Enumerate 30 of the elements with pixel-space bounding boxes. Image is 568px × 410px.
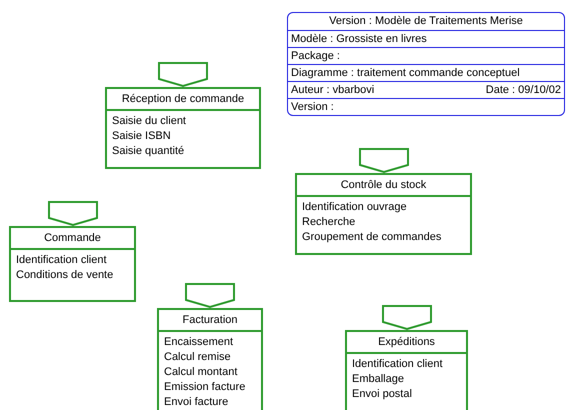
title-block-field: Diagramme : traitement commande conceptuel [291, 65, 520, 81]
title-block-field: Auteur : vbarbovi [291, 82, 374, 98]
title-block-field: Date : 09/10/02 [486, 82, 561, 98]
operation-text: Identification client [352, 357, 442, 372]
operation-text: Emballage [352, 372, 404, 387]
title-block-field: Version : [291, 99, 334, 115]
operation-text: Saisie quantité [112, 144, 184, 159]
title-block-field: Package : [291, 48, 340, 64]
operation-text: Emission facture [164, 380, 246, 395]
operation-text: Conditions de vente [16, 268, 114, 283]
title-block [287, 12, 565, 116]
operation-text: Identification client [16, 253, 106, 268]
operation-text: Identification ouvrage [302, 200, 407, 215]
process-title: Contrôle du stock [297, 175, 470, 197]
operation-text: Recherche [302, 215, 356, 230]
operation-text: Saisie ISBN [112, 129, 171, 144]
operation-text: Saisie du client [112, 114, 186, 129]
operation-text: Envoi postal [352, 387, 412, 402]
process-box [157, 308, 263, 410]
operation-text: Encaissement [164, 335, 234, 350]
title-block-field: Modèle : Grossiste en livres [291, 31, 427, 47]
operation-text: Calcul remise [164, 350, 231, 365]
operation-text: Calcul montant [164, 365, 238, 380]
process-title: Commande [11, 228, 134, 250]
process-title: Facturation [159, 310, 261, 332]
title-block-field: Version : Modèle de Traitements Merise [329, 13, 523, 30]
operation-text: Envoi facture [164, 395, 228, 410]
operation-text: Groupement de commandes [302, 230, 442, 245]
process-title: Expéditions [347, 332, 466, 354]
process-title: Réception de commande [107, 89, 259, 111]
